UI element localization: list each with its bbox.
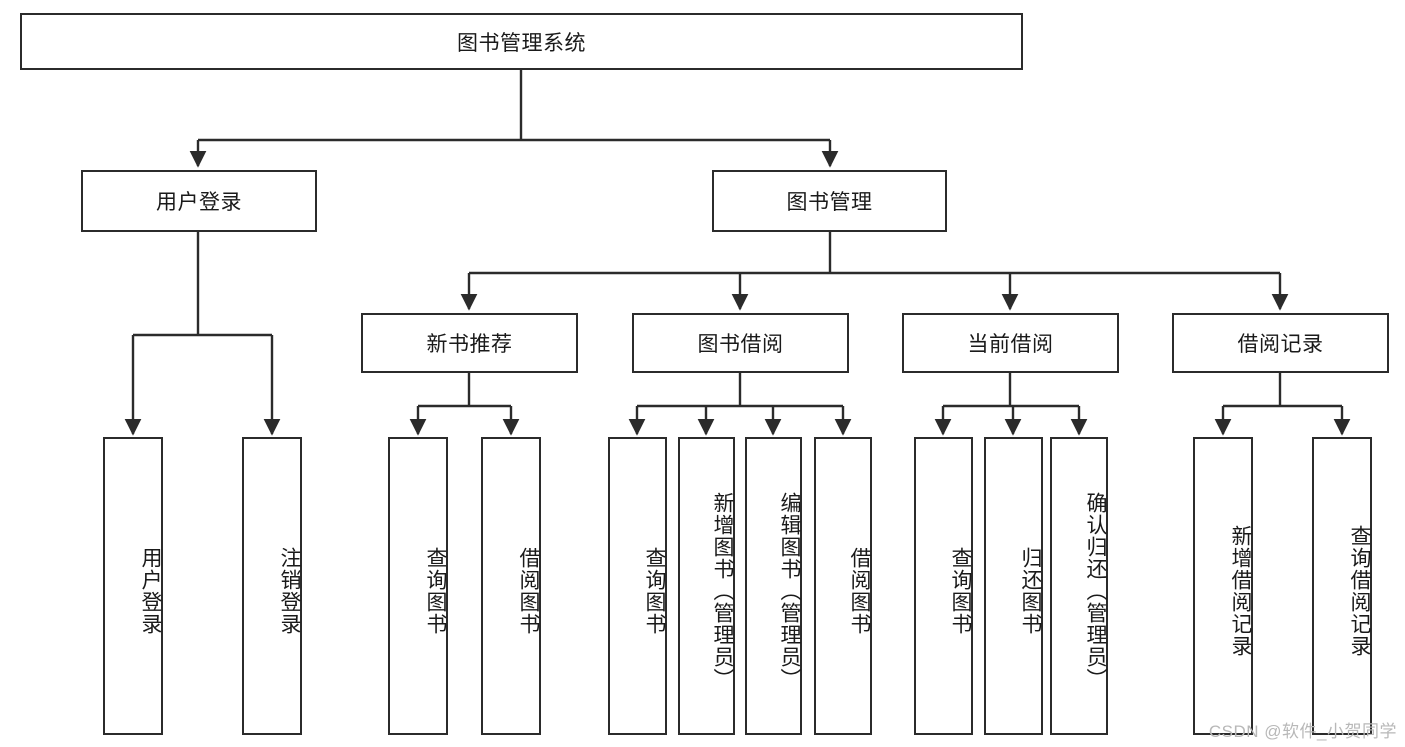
node-leaf-query-book-2-label: 查询图书 bbox=[643, 547, 666, 635]
node-leaf-logout-login[interactable]: 注销登录 bbox=[242, 437, 302, 735]
node-leaf-add-record-label: 新增借阅记录 bbox=[1229, 525, 1252, 657]
node-new-book-recommend-label: 新书推荐 bbox=[426, 333, 513, 356]
node-book-borrow-label: 图书借阅 bbox=[697, 333, 784, 356]
node-leaf-query-record[interactable]: 查询借阅记录 bbox=[1312, 437, 1372, 735]
node-leaf-logout-login-label: 注销登录 bbox=[278, 547, 301, 635]
node-current-borrow[interactable]: 当前借阅 bbox=[902, 313, 1119, 373]
node-book-borrow[interactable]: 图书借阅 bbox=[632, 313, 849, 373]
node-user-login-label: 用户登录 bbox=[156, 191, 242, 214]
node-book-management[interactable]: 图书管理 bbox=[712, 170, 947, 232]
node-leaf-borrow-book-1[interactable]: 借阅图书 bbox=[481, 437, 541, 735]
node-user-login[interactable]: 用户登录 bbox=[81, 170, 317, 232]
node-leaf-confirm-return-label: 确认归还（管理员） bbox=[1084, 492, 1107, 690]
node-leaf-edit-book[interactable]: 编辑图书（管理员） bbox=[745, 437, 802, 735]
node-leaf-return-book[interactable]: 归还图书 bbox=[984, 437, 1043, 735]
node-leaf-borrow-book-2-label: 借阅图书 bbox=[848, 547, 871, 635]
node-leaf-query-book-3[interactable]: 查询图书 bbox=[914, 437, 973, 735]
node-root[interactable]: 图书管理系统 bbox=[20, 13, 1023, 70]
node-leaf-return-book-label: 归还图书 bbox=[1019, 547, 1042, 635]
node-leaf-query-book-3-label: 查询图书 bbox=[949, 547, 972, 635]
node-book-management-label: 图书管理 bbox=[786, 191, 873, 214]
node-leaf-add-book[interactable]: 新增图书（管理员） bbox=[678, 437, 735, 735]
node-leaf-user-login[interactable]: 用户登录 bbox=[103, 437, 163, 735]
node-new-book-recommend[interactable]: 新书推荐 bbox=[361, 313, 578, 373]
node-borrow-record-label: 借阅记录 bbox=[1237, 333, 1324, 356]
node-leaf-confirm-return[interactable]: 确认归还（管理员） bbox=[1050, 437, 1108, 735]
node-leaf-query-book-1-label: 查询图书 bbox=[424, 547, 447, 635]
node-leaf-add-book-label: 新增图书（管理员） bbox=[711, 492, 734, 690]
watermark: CSDN @软件_小贺同学 bbox=[1208, 722, 1397, 741]
node-leaf-borrow-book-2[interactable]: 借阅图书 bbox=[814, 437, 872, 735]
node-leaf-edit-book-label: 编辑图书（管理员） bbox=[778, 492, 801, 690]
node-leaf-query-book-2[interactable]: 查询图书 bbox=[608, 437, 667, 735]
node-leaf-query-book-1[interactable]: 查询图书 bbox=[388, 437, 448, 735]
node-leaf-user-login-label: 用户登录 bbox=[139, 547, 162, 635]
node-borrow-record[interactable]: 借阅记录 bbox=[1172, 313, 1389, 373]
node-leaf-query-record-label: 查询借阅记录 bbox=[1348, 525, 1371, 657]
node-leaf-add-record[interactable]: 新增借阅记录 bbox=[1193, 437, 1253, 735]
node-leaf-borrow-book-1-label: 借阅图书 bbox=[517, 547, 540, 635]
node-root-label: 图书管理系统 bbox=[457, 31, 586, 55]
node-current-borrow-label: 当前借阅 bbox=[967, 333, 1054, 356]
